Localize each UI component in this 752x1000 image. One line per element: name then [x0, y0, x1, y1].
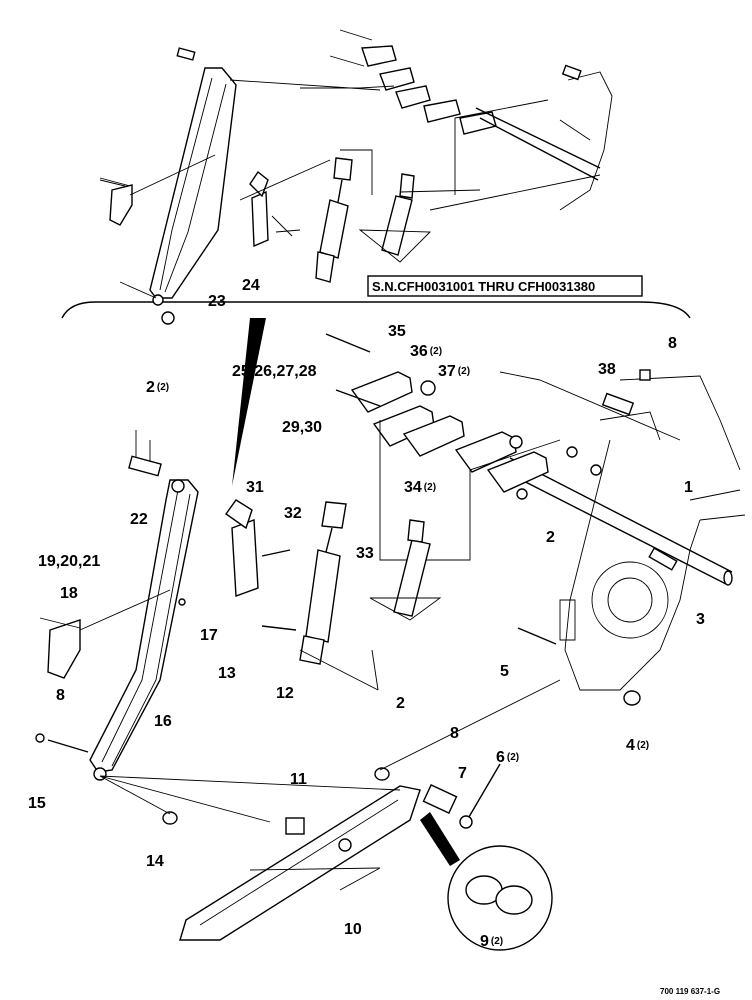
callout-33: 33 [356, 545, 374, 562]
callout-24: 24 [242, 277, 260, 294]
inset-view: S.N.CFH0031001 THRU CFH0031380 [61, 29, 691, 486]
callout-25: 25,26,27,28 [232, 363, 317, 380]
callout-22: 22 [130, 511, 148, 528]
callout-qty-36: (2) [430, 346, 442, 357]
callout-qty-6: (2) [507, 752, 519, 763]
callout-qty-4: (2) [637, 740, 649, 751]
callout-qty-2a: (2) [157, 382, 169, 393]
callout-19: 19,20,21 [38, 553, 100, 570]
callout-8a: 8 [668, 335, 677, 352]
callout-5: 5 [500, 663, 509, 680]
callout-8c: 8 [450, 725, 459, 742]
callout-4: 4 [626, 737, 635, 754]
callout-31: 31 [246, 479, 264, 496]
callout-15: 15 [28, 795, 46, 812]
callout-11: 11 [290, 771, 307, 788]
callout-13: 13 [218, 665, 236, 682]
callout-18: 18 [60, 585, 78, 602]
callout-32: 32 [284, 505, 302, 522]
callout-6: 6 [496, 749, 505, 766]
main-view [35, 333, 746, 951]
callout-34: 34 [404, 479, 422, 496]
callout-2a: 2 [146, 379, 155, 396]
callout-7: 7 [458, 765, 467, 782]
callout-35: 35 [388, 323, 406, 340]
callout-38: 38 [598, 361, 616, 378]
callout-qty-37: (2) [458, 366, 470, 377]
callout-17: 17 [200, 627, 218, 644]
callout-3: 3 [696, 611, 705, 628]
callout-23: 23 [208, 293, 226, 310]
callout-2c: 2 [396, 695, 405, 712]
callout-8b: 8 [56, 687, 65, 704]
callout-37: 37 [438, 363, 456, 380]
callout-29: 29,30 [282, 419, 322, 436]
callout-9: 9 [480, 933, 489, 950]
callout-16: 16 [154, 713, 172, 730]
callout-12: 12 [276, 685, 294, 702]
callout-2b: 2 [546, 529, 555, 546]
serial-number-text: S.N.CFH0031001 THRU CFH0031380 [372, 279, 595, 294]
callout-14: 14 [146, 853, 164, 870]
callout-36: 36 [410, 343, 428, 360]
callout-1: 1 [684, 479, 693, 496]
callout-qty-34: (2) [424, 482, 436, 493]
callout-qty-9: (2) [491, 936, 503, 947]
drawing-code: 700 119 637-1-G [660, 987, 720, 996]
callout-10: 10 [344, 921, 362, 938]
serial-number-box [367, 275, 643, 297]
